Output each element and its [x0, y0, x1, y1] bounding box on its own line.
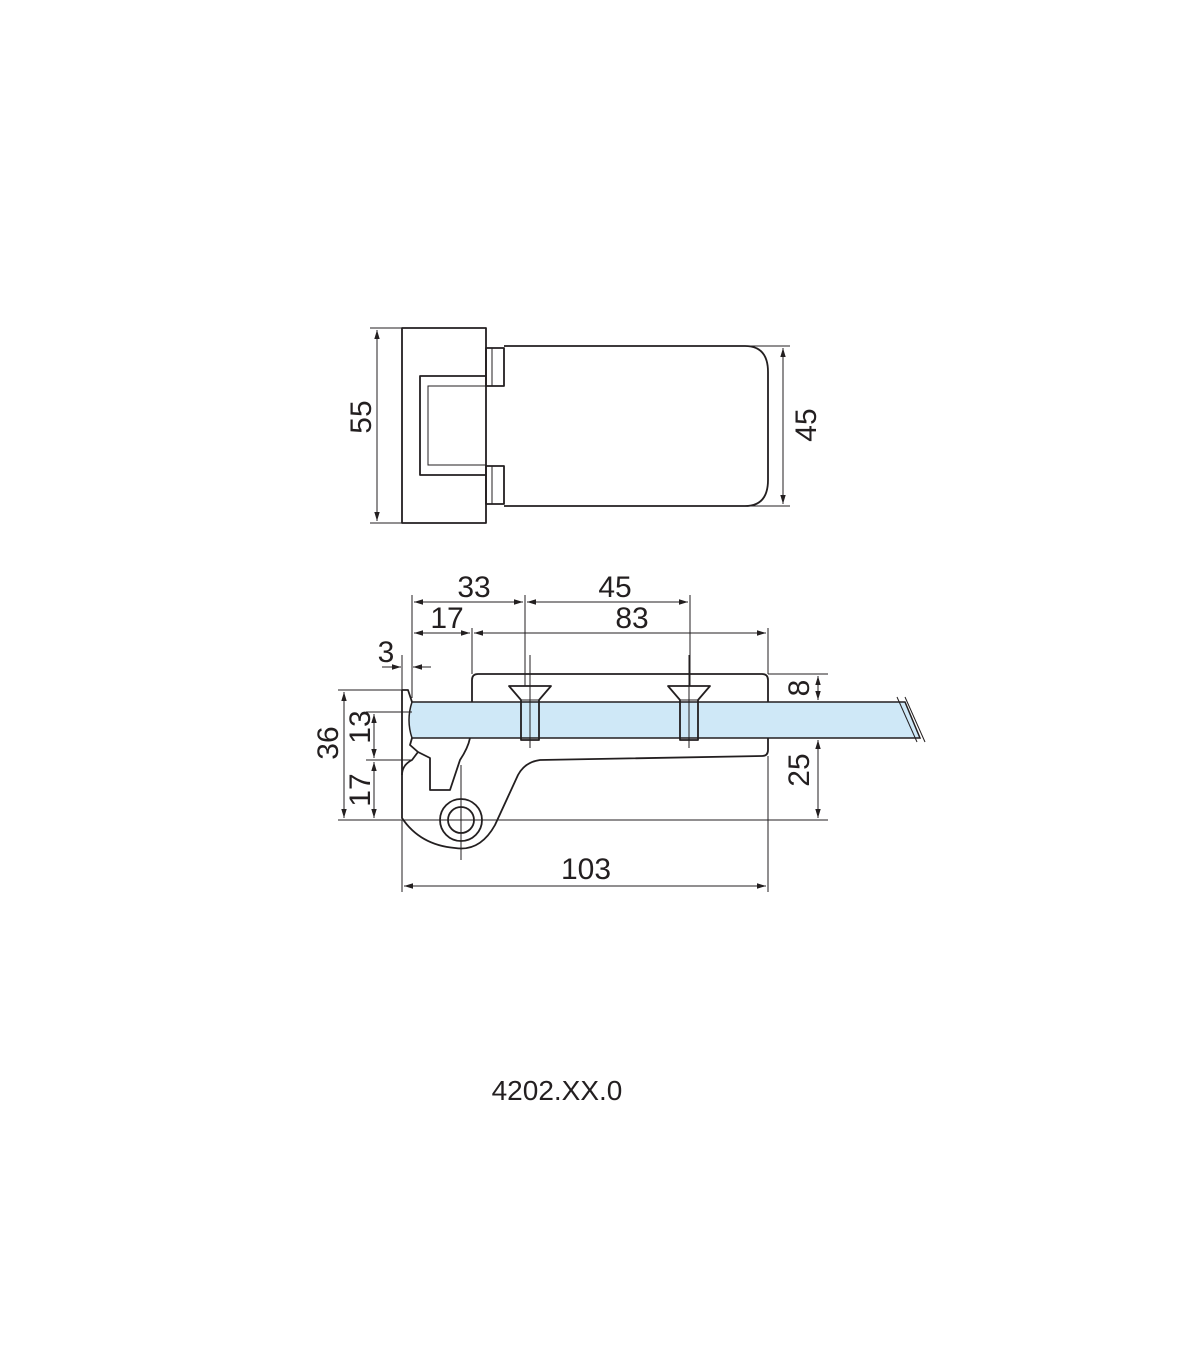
dim-label-103: 103	[561, 853, 611, 886]
top-view-channel-inner	[427, 385, 486, 466]
top-view: 55 45	[345, 327, 823, 524]
top-view-block	[401, 327, 487, 524]
screw-right	[667, 655, 711, 748]
dim-label-83: 83	[615, 602, 648, 635]
top-view-knuckle-top	[485, 347, 505, 387]
dim-label-3: 3	[378, 636, 395, 669]
glass-panel	[408, 701, 922, 739]
dim-label-33: 33	[457, 571, 490, 604]
hinge-left-lip	[401, 689, 419, 775]
product-code: 4202.XX.0	[492, 1075, 623, 1106]
dim-label-25: 25	[783, 753, 816, 786]
top-view-channel	[419, 375, 486, 476]
dim-label-36: 36	[312, 726, 345, 759]
hinge-arm	[401, 737, 769, 850]
dim-label-45-vertical: 45	[790, 408, 823, 441]
dim-label-17-top: 17	[430, 602, 463, 635]
dim-label-55: 55	[345, 400, 378, 433]
dim-label-17-left: 17	[344, 773, 377, 806]
side-view: 33 45 17 83 3 8 25 36 13 17	[312, 571, 926, 892]
dim-label-45-horizontal: 45	[598, 571, 631, 604]
screw-left	[508, 655, 552, 748]
dim-label-13: 13	[344, 710, 377, 743]
dim-label-8: 8	[783, 680, 816, 697]
top-view-plate	[504, 345, 769, 507]
upper-clamp-plate	[471, 673, 769, 702]
top-view-knuckle-bottom	[485, 465, 505, 505]
